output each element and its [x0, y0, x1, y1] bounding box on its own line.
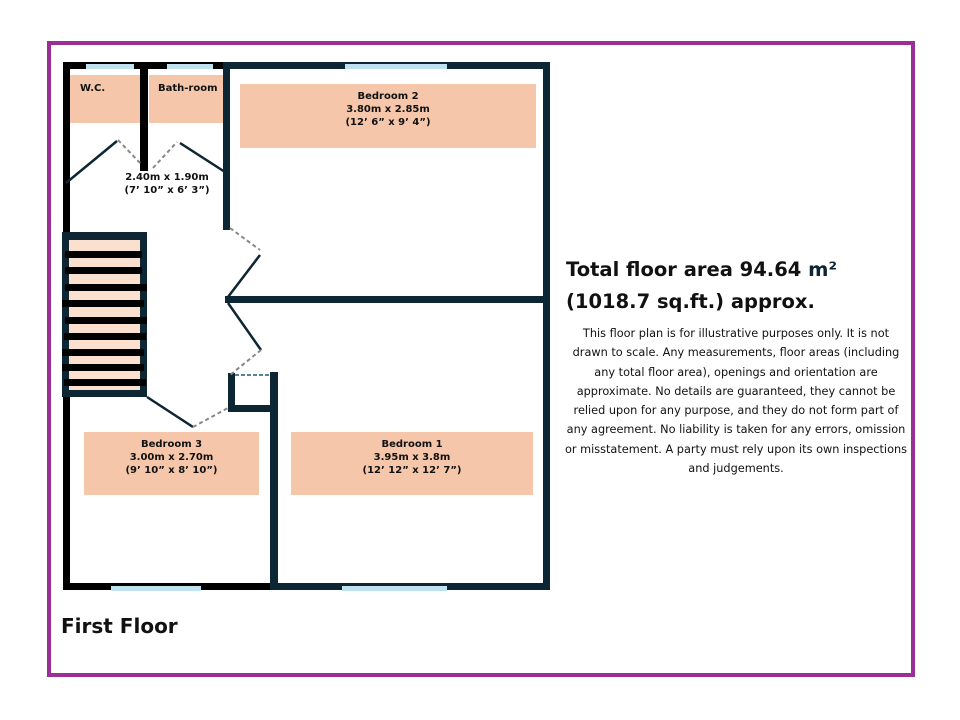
- windows: [86, 64, 447, 591]
- floor-label: First Floor: [61, 614, 178, 638]
- area-text: Total floor area 94.64: [566, 258, 809, 281]
- disclaimer: This floor plan is for illustrative purp…: [564, 327, 908, 476]
- bedroom3-fill: [84, 432, 259, 495]
- doors: [65, 139, 263, 429]
- area-unit: m²: [808, 258, 838, 281]
- total-floor-area: Total floor area 94.64 m² (1018.7 sq.ft.…: [566, 254, 837, 318]
- bathroom-label: Bath-room: [158, 83, 218, 94]
- page-frame: [47, 41, 915, 677]
- bedroom1-fill: [291, 432, 533, 495]
- wc-label: W.C.: [80, 83, 106, 94]
- area-sqft: (1018.7 sq.ft.) approx.: [566, 290, 815, 313]
- staircase: [62, 232, 147, 397]
- bedroom2-fill: [240, 84, 536, 148]
- bathroom-fill: [149, 75, 224, 123]
- landing-label: 2.40m x 1.90m(7’ 10” x 6’ 3”): [124, 172, 210, 196]
- wc-fill: [70, 75, 140, 123]
